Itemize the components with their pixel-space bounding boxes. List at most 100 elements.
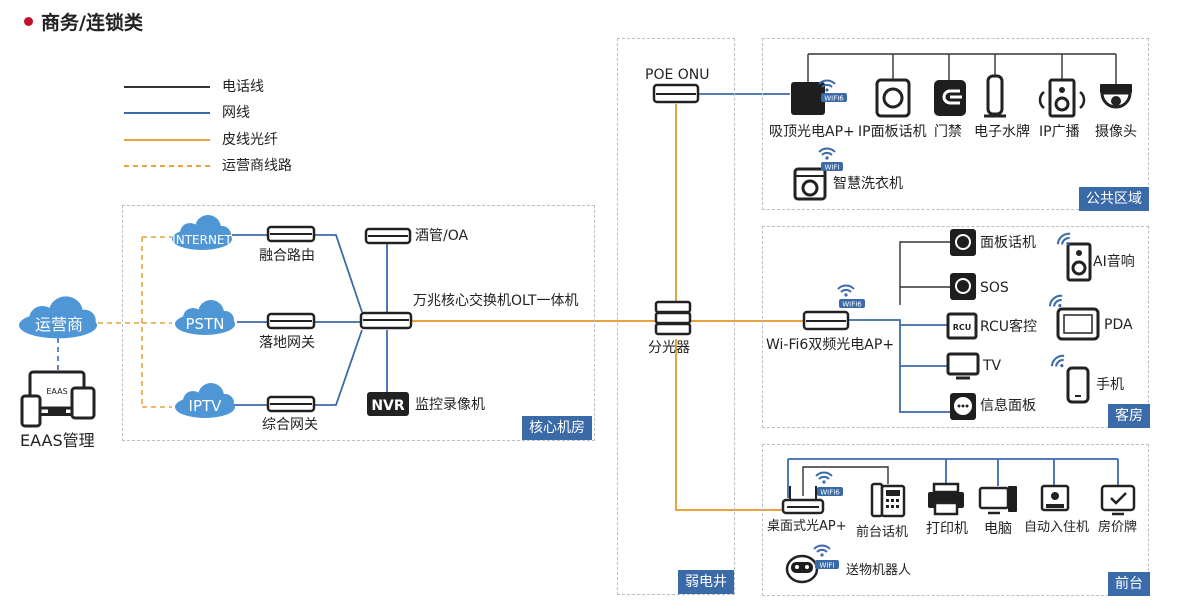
water-meter-label: 电子水牌 [974, 124, 1030, 140]
eaas-label: EAAS管理 [20, 431, 95, 450]
page-title: 商务/连锁类 [24, 8, 143, 35]
zone-tag-guest-room: 客房 [1108, 404, 1150, 428]
desktop-ap-wifi-text: WIFI6 [820, 489, 840, 497]
sos-icon [950, 273, 976, 300]
tv-label: TV [983, 358, 1002, 374]
wifi6-ap-wifi-icon: WIFI6 [837, 284, 865, 309]
legend-carrier-label: 运营商线路 [222, 158, 292, 174]
ai-speaker-icon [1066, 242, 1092, 282]
ceiling-ap-wifi-icon: WIFI6 [818, 79, 847, 103]
pda-icon [1056, 307, 1100, 341]
guest-room-phone-lines [899, 241, 950, 305]
price-board-label: 房价牌 [1098, 520, 1138, 535]
desktop-ap-label: 桌面式光AP+ [767, 519, 847, 534]
panel-phone-label: 面板话机 [980, 235, 1036, 251]
washer-wifi-text: WIFI [824, 164, 839, 172]
iptv-cloud-label: IPTV [188, 397, 222, 415]
legend-phone-label: 电话线 [222, 79, 264, 95]
fusion-router-label: 融合路由 [259, 248, 315, 264]
carrier-cloud-label: 运营商 [34, 315, 83, 334]
ceiling-ap-label: 吸顶光电AP+ [769, 124, 855, 140]
splitter-label: 分光器 [648, 340, 690, 356]
zone-guest-room [762, 226, 1149, 428]
guest-room-network-lines [848, 319, 950, 413]
desktop-ap-icon [781, 486, 825, 515]
mobile-wifi-icon [1048, 352, 1071, 373]
wifi6-ap-wifi-text: WIFI6 [842, 301, 862, 309]
nvr-label: 监控录像机 [415, 397, 485, 413]
integrated-gateway-label: 综合网关 [262, 417, 318, 433]
access-control-icon [934, 80, 966, 116]
splitter-icon [654, 300, 692, 336]
zone-weak-well [617, 38, 735, 595]
robot-label: 送物机器人 [846, 563, 912, 578]
ip-broadcast-icon [1038, 78, 1086, 118]
mobile-icon [1066, 366, 1090, 404]
ai-speaker-label: AI音响 [1093, 254, 1135, 270]
internet-cloud-label: INTERNET [172, 233, 232, 247]
self-checkin-label: 自动入住机 [1024, 520, 1090, 535]
ip-broadcast-label: IP广播 [1039, 124, 1080, 140]
price-board-icon [1100, 484, 1136, 516]
pda-label: PDA [1104, 317, 1133, 333]
title-dot [24, 17, 33, 26]
zone-tag-core-room: 核心机房 [522, 416, 592, 440]
core-network-lines [232, 234, 388, 406]
pda-wifi-icon [1046, 292, 1069, 313]
fiber-lines [412, 104, 804, 511]
ip-panel-phone-icon [875, 78, 911, 118]
zone-public-area [762, 38, 1149, 210]
ceiling-ap-wifi-text: WIFI6 [824, 95, 844, 103]
printer-label: 打印机 [926, 521, 968, 537]
eaas-screen-text: EAAS [46, 387, 67, 396]
smart-washer-icon [793, 167, 827, 201]
printer-icon [928, 482, 964, 516]
sos-label: SOS [980, 280, 1009, 296]
tv-icon [946, 352, 980, 380]
water-meter-icon [984, 74, 1006, 118]
rcu-icon: RCU [946, 312, 978, 340]
front-phone-label: 前台话机 [856, 525, 909, 540]
ip-panel-phone-label: IP面板话机 [858, 124, 927, 140]
zone-tag-weak-well: 弱电井 [678, 570, 734, 594]
info-panel-label: 信息面板 [980, 398, 1036, 414]
landing-gateway-label: 落地网关 [259, 335, 315, 351]
robot-wifi-icon: WIFI [813, 544, 839, 570]
info-panel-icon [950, 393, 976, 420]
front-desk-phone-lines [802, 466, 889, 496]
rcu-label: RCU客控 [980, 319, 1038, 335]
computer-label: 电脑 [984, 521, 1012, 537]
pstn-cloud-label: PSTN [185, 315, 225, 333]
wifi6-ap-label: Wi-Fi6双频光电AP+ [766, 337, 895, 353]
carrier-lines [98, 236, 172, 408]
access-control-label: 门禁 [934, 124, 962, 140]
eaas-devices-icon: EAAS [20, 370, 96, 428]
zone-tag-front-desk: 前台 [1108, 572, 1150, 596]
ai-speaker-wifi-icon [1054, 230, 1077, 251]
legend-network-label: 网线 [222, 105, 250, 121]
smart-washer-label: 智慧洗衣机 [833, 176, 903, 192]
nvr-icon: NVR [367, 392, 409, 416]
robot-wifi-text: WIFI [819, 562, 834, 570]
desktop-ap-wifi-icon: WIFI6 [815, 471, 843, 497]
camera-icon [1100, 84, 1132, 109]
legend-fiber-label: 皮线光纤 [222, 132, 278, 148]
zone-front-desk [762, 444, 1149, 596]
camera-label: 摄像头 [1095, 124, 1137, 140]
title-text: 商务/连锁类 [41, 12, 143, 34]
public-area-phone-lines [807, 53, 1117, 84]
mobile-label: 手机 [1096, 377, 1124, 393]
zone-tag-public-area: 公共区域 [1079, 187, 1149, 211]
ceiling-ap-icon [791, 82, 825, 115]
computer-icon [978, 486, 1017, 515]
washer-wifi-icon: WIFI [818, 147, 843, 172]
core-switch-label: 万兆核心交换机OLT一体机 [413, 293, 579, 309]
panel-phone-icon [950, 229, 976, 256]
self-checkin-icon [1040, 484, 1070, 512]
